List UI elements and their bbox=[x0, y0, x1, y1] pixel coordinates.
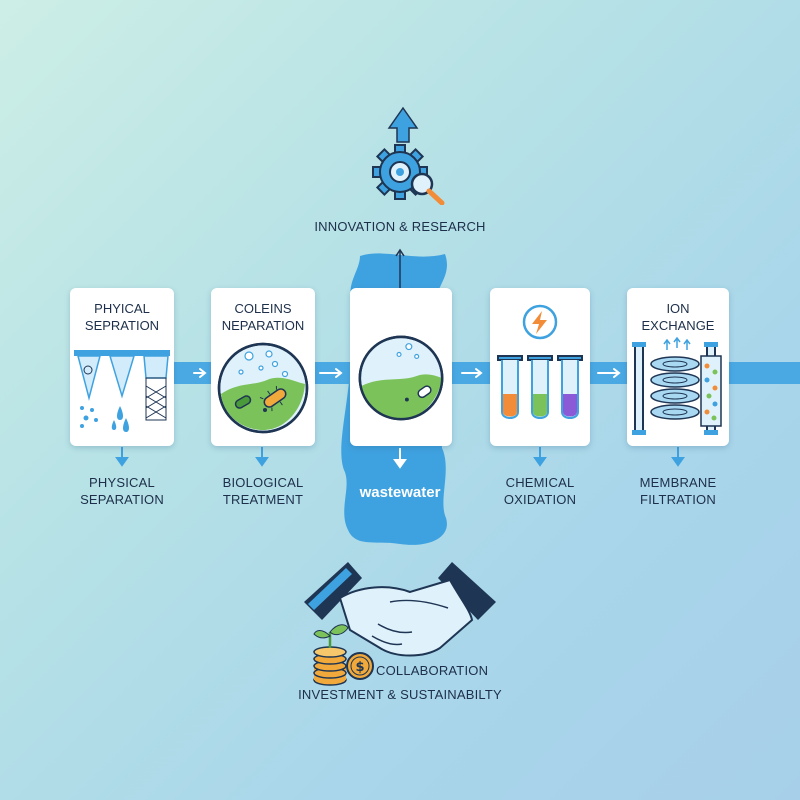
test-tubes-icon bbox=[497, 304, 583, 419]
label-physical-separation: PHYSICAL SEPARATION bbox=[60, 474, 184, 508]
label-line1: BIOLOGICAL bbox=[222, 475, 304, 490]
flow-band-5 bbox=[728, 362, 800, 384]
card-ion-exchange: ION EXCHANGE bbox=[627, 288, 729, 446]
card-physical-separation: PHYICAL SEPRATION bbox=[70, 288, 174, 446]
flow-arrow-icon bbox=[319, 368, 343, 378]
flow-arrow-icon bbox=[193, 368, 207, 378]
card-title-line1: PHYICAL bbox=[94, 301, 150, 316]
petri-dish-icon bbox=[358, 335, 444, 421]
innovation-research-label: INNOVATION & RESEARCH bbox=[314, 219, 486, 234]
dollar-coin-icon: $ bbox=[346, 652, 374, 680]
card-chemical-oxidation bbox=[490, 288, 590, 446]
wastewater-label: wastewater bbox=[359, 484, 441, 501]
card-title-line2: EXCHANGE bbox=[641, 318, 715, 333]
card-title: PHYICAL SEPRATION bbox=[70, 300, 174, 334]
label-line1: MEMBRANE bbox=[639, 475, 717, 490]
up-arrow-icon bbox=[387, 106, 419, 143]
card-title-line1: ION bbox=[666, 301, 690, 316]
label-biological-treatment: BIOLOGICAL TREATMENT bbox=[200, 474, 326, 508]
label-line2: FILTRATION bbox=[640, 492, 716, 507]
svg-text:$: $ bbox=[355, 660, 364, 675]
label-line2: OXIDATION bbox=[503, 492, 577, 507]
label-line2: SEPARATION bbox=[80, 492, 164, 507]
card-title: COLEINS NEPARATION bbox=[211, 300, 315, 334]
filter-funnels-icon bbox=[74, 350, 170, 432]
flow-arrow-icon bbox=[597, 368, 621, 378]
handshake-icon: $ bbox=[304, 562, 496, 686]
label-line1: CHEMICAL bbox=[505, 475, 575, 490]
card-title-line2: NEPARATION bbox=[221, 318, 305, 333]
membrane-column-icon bbox=[632, 336, 722, 435]
label-line1: PHYSICAL bbox=[89, 475, 155, 490]
innovation-gear-icon bbox=[372, 106, 445, 205]
card-title-line1: COLEINS bbox=[234, 301, 292, 316]
card-title-line2: SEPRATION bbox=[84, 318, 160, 333]
label-line2: TREATMENT bbox=[222, 492, 304, 507]
collaboration-label: COLLABORATION bbox=[376, 663, 489, 678]
card-title: ION EXCHANGE bbox=[627, 300, 729, 334]
lightning-icon bbox=[522, 304, 558, 340]
flow-arrow-icon bbox=[461, 368, 483, 378]
petri-dish-bacteria-icon bbox=[217, 342, 309, 434]
flow-band-1 bbox=[172, 362, 212, 384]
card-wastewater-center bbox=[350, 288, 452, 446]
label-chemical-oxidation: CHEMICAL OXIDATION bbox=[478, 474, 602, 508]
label-membrane-filtration: MEMBRANE FILTRATION bbox=[616, 474, 740, 508]
investment-sustainability-label: INVESTMENT & SUSTAINABILTY bbox=[298, 687, 502, 702]
card-biological-treatment: COLEINS NEPARATION bbox=[211, 288, 315, 446]
